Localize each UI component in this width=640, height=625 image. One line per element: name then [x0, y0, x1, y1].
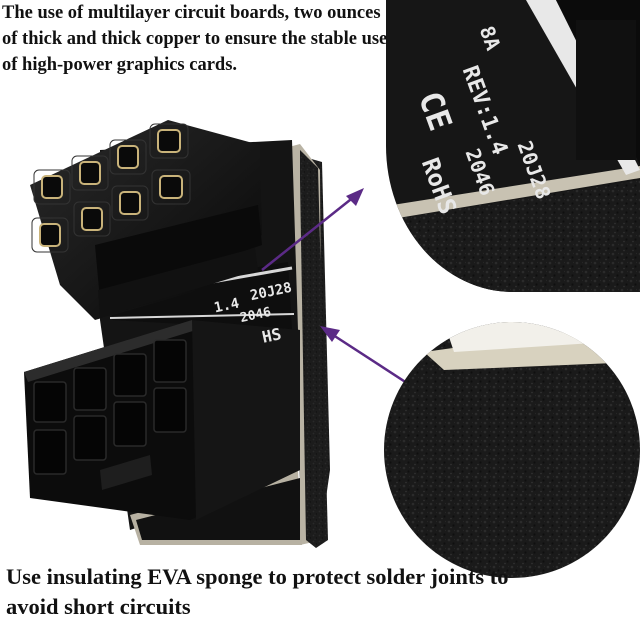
feature-caption-bottom: Use insulating EVA sponge to protect sol…	[6, 564, 509, 619]
bottom-socket	[24, 320, 300, 520]
pcb-closeup-inset: 8A REV:1.4 20J28 2046 RoHS CE	[386, 0, 640, 292]
pointer-arrows	[261, 188, 411, 387]
sponge-closeup-inset	[384, 322, 640, 578]
board-rohs-partial: HS	[260, 324, 284, 347]
feature-caption-top: The use of multilayer circuit boards, tw…	[2, 3, 388, 75]
connector-pins	[31, 123, 191, 253]
